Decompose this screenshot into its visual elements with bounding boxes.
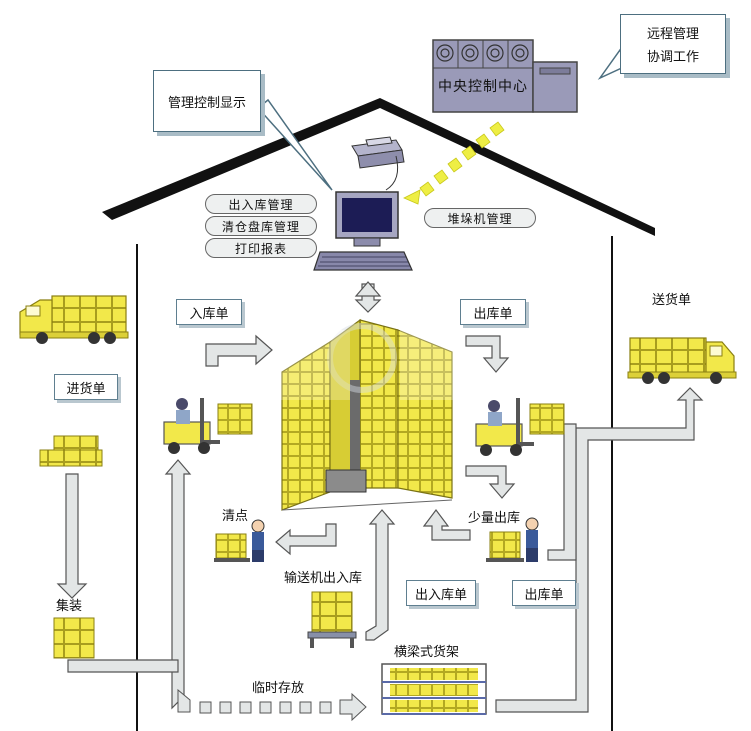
remote-callout-line2: 协调工作	[646, 50, 699, 65]
menu-item-inventory-management[interactable]: 清仓盘库管理	[205, 216, 317, 236]
control-center-console	[432, 39, 578, 113]
outbound-order-box: 出库单	[460, 299, 526, 325]
in-out-order-box: 出入库单	[406, 580, 476, 606]
temp-storage-path	[177, 688, 367, 722]
purchase-order-box: 进货单	[54, 374, 118, 400]
control-center-label: 中央控制中心	[438, 79, 528, 95]
display-callout-text: 管理控制显示	[167, 95, 246, 111]
delivery-order-label: 送货单	[652, 293, 692, 308]
remote-management-callout: 远程管理 协调工作	[620, 14, 726, 74]
outbound-order-box-2: 出库单	[512, 580, 576, 606]
watermark-logo	[250, 323, 460, 400]
conveyor-cargo	[307, 591, 357, 648]
arrow-computer-rack	[354, 281, 382, 313]
purchase-cargo	[39, 435, 103, 467]
stacker-rack	[281, 318, 453, 511]
forklift-right-icon	[475, 398, 565, 456]
conveyor-io-label: 输送机出入库	[284, 571, 363, 586]
computer-icon	[313, 191, 413, 271]
small-outbound-worker	[486, 517, 539, 562]
inbound-truck-icon	[19, 295, 129, 344]
menu-item-print-report[interactable]: 打印报表	[205, 238, 317, 258]
menu-item-stacker-management[interactable]: 堆垛机管理	[424, 208, 536, 228]
inbound-order-box: 入库单	[176, 299, 242, 325]
flow-arrows	[56, 334, 704, 713]
inventory-check-label: 清点	[222, 509, 249, 524]
menu-item-in-out-management[interactable]: 出入库管理	[205, 194, 317, 214]
remote-callout-line1: 远程管理	[646, 27, 699, 42]
beam-rack-label: 横梁式货架	[394, 645, 460, 660]
printer-icon	[351, 136, 405, 169]
palletize-label: 集装	[56, 599, 83, 614]
display-callout: 管理控制显示	[153, 70, 261, 132]
signal-dashes	[403, 121, 505, 205]
house-outline	[102, 98, 655, 731]
temp-storage-label: 临时存放	[252, 681, 305, 696]
small-outbound-label: 少量出库	[468, 511, 521, 526]
delivery-truck-icon	[627, 337, 737, 384]
palletize-cargo	[53, 617, 95, 659]
inventory-check-worker	[214, 519, 265, 562]
beam-rack-icon	[381, 663, 487, 715]
forklift-left-icon	[163, 398, 253, 454]
